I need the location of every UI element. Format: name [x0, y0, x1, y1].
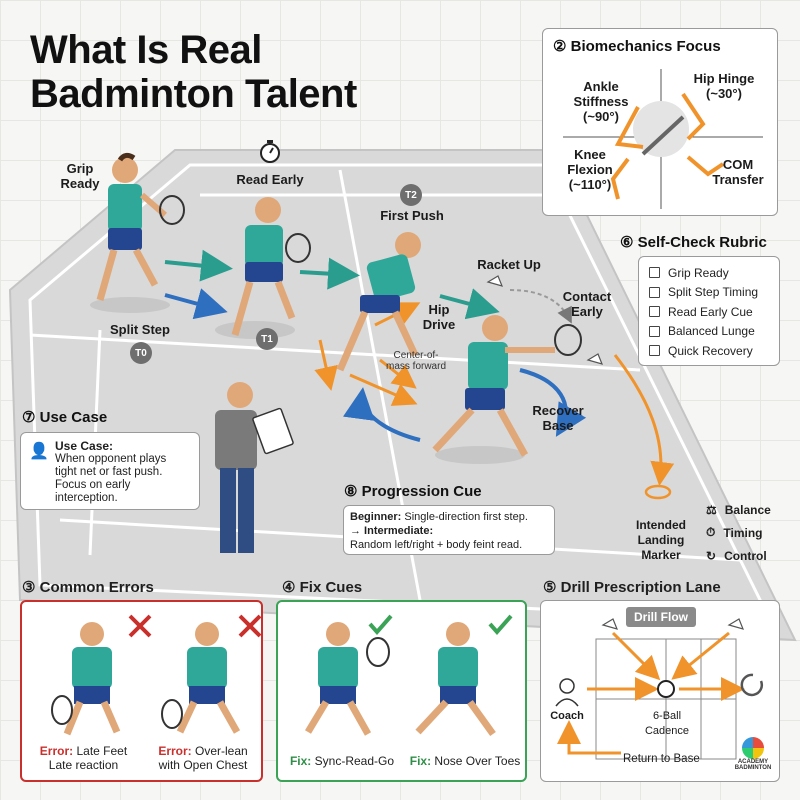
drill-coach-label: Coach: [550, 710, 584, 722]
rubric-item[interactable]: Grip Ready: [649, 263, 769, 283]
stopwatch-icon: [260, 140, 280, 163]
rubric-item[interactable]: Split Step Timing: [649, 283, 769, 303]
player-first-push: [336, 232, 421, 372]
rubric-item[interactable]: Balanced Lunge: [649, 322, 769, 342]
drill-return-label: Return to Base: [623, 753, 700, 765]
errors-illustration: [51, 614, 262, 736]
label-split-step: Split Step: [110, 322, 170, 337]
label-read-early: Read Early: [236, 172, 304, 187]
progression-title: ⑧ Progression Cue: [344, 483, 482, 500]
beginner-text: Single-direction first step.: [404, 511, 528, 523]
stopwatch-icon: ⏱: [706, 525, 716, 539]
fixes-title: ④ Fix Cues: [282, 579, 363, 596]
use-case-body: When opponent plays tight net or fast pu…: [55, 453, 167, 504]
checkbox-icon[interactable]: [649, 306, 660, 318]
label-hip-hinge: Hip Hinge (~30°): [693, 71, 755, 101]
page-title: What Is Real Badminton Talent: [30, 28, 357, 116]
biomechanics-panel: ② Biomechanics Focus Ankle Stiffness (~9…: [542, 28, 778, 216]
person-question-icon: 👤: [29, 443, 49, 460]
academy-logo: ACADEMY BADMINTON: [729, 737, 777, 771]
label-recover-base: Recover Base: [532, 403, 584, 433]
intermediate-text: Random left/right + body feint read.: [350, 539, 523, 551]
rubric-panel: Grip Ready Split Step Timing Read Early …: [638, 256, 780, 366]
label-com-forward: Center-of-mass forward: [386, 350, 447, 372]
errors-panel: Error: Late Feet Late reaction Error: Ov…: [20, 600, 263, 782]
label-hip-drive: Hip Drive: [422, 302, 456, 332]
errors-title: ③ Common Errors: [22, 579, 154, 596]
use-case-title: ⑦ Use Case: [22, 409, 108, 426]
check-icon: [368, 614, 393, 636]
label-racket-up: Racket Up: [477, 257, 541, 272]
label-com-transfer: COM Transfer: [712, 157, 764, 187]
label-ankle-stiffness: Ankle Stiffness (~90°): [573, 79, 629, 124]
cross-icon: [238, 614, 262, 638]
label-contact-early: Contact Early: [562, 289, 612, 319]
rubric-title: ⑥ Self-Check Rubric: [620, 234, 767, 251]
rubric-item[interactable]: Quick Recovery: [649, 341, 769, 361]
shuttlecock-icons: [486, 275, 604, 365]
biomechanics-title: ② Biomechanics Focus: [553, 38, 721, 55]
check-icon: [488, 614, 513, 636]
label-first-push: First Push: [380, 208, 444, 223]
progression-panel: Beginner: Single-direction first step. →…: [343, 505, 555, 555]
drill-title: ⑤ Drill Prescription Lane: [543, 579, 721, 596]
error-caption-1: Error: Late Feet Late reaction: [39, 744, 128, 772]
refresh-icon: ↻: [706, 548, 717, 563]
balance-scale-icon: ⚖: [706, 502, 717, 517]
coach-figure: [215, 382, 294, 553]
cross-icon: [128, 614, 152, 638]
fix-caption-2: Fix: Nose Over Toes: [409, 754, 521, 768]
intermediate-label: → Intermediate:: [350, 525, 434, 537]
rubric-item[interactable]: Read Early Cue: [649, 302, 769, 322]
checkbox-icon[interactable]: [649, 267, 660, 279]
player-grip-ready: [90, 152, 185, 313]
beginner-label: Beginner:: [350, 511, 402, 523]
checkbox-icon[interactable]: [649, 286, 660, 298]
biomechanics-diagram: [563, 69, 763, 209]
drill-flow-badge: Drill Flow: [626, 607, 696, 627]
movement-arrows: [164, 249, 675, 486]
fixes-illustration: [304, 614, 513, 737]
drill-panel: Drill Flow Coach 6-Ball Cadence Return t…: [540, 600, 780, 782]
drill-diagram: [555, 618, 763, 760]
fixes-panel: Fix: Sync-Read-Go Fix: Nose Over Toes: [276, 600, 527, 782]
checkbox-icon[interactable]: [649, 325, 660, 337]
drill-cadence-label: 6-Ball Cadence: [644, 710, 690, 737]
label-knee-flexion: Knee Flexion (~110°): [567, 147, 613, 192]
fix-caption-1: Fix: Sync-Read-Go: [289, 754, 395, 768]
badge-t1: T1: [256, 328, 278, 350]
badge-t0: T0: [130, 342, 152, 364]
label-landing-marker: Intended Landing Marker: [636, 518, 686, 562]
use-case-panel: 👤 Use Case: When opponent plays tight ne…: [20, 432, 200, 510]
landing-marker: [644, 484, 672, 500]
player-contact-early: [432, 315, 582, 464]
error-caption-2: Error: Over-lean with Open Chest: [158, 744, 248, 772]
label-grip-ready: Grip Ready: [60, 161, 100, 191]
use-case-heading: Use Case:: [55, 439, 114, 453]
legend: ⚖Balance ⏱Timing ↻Control: [706, 502, 771, 563]
badge-t2: T2: [400, 184, 422, 206]
checkbox-icon[interactable]: [649, 345, 660, 357]
